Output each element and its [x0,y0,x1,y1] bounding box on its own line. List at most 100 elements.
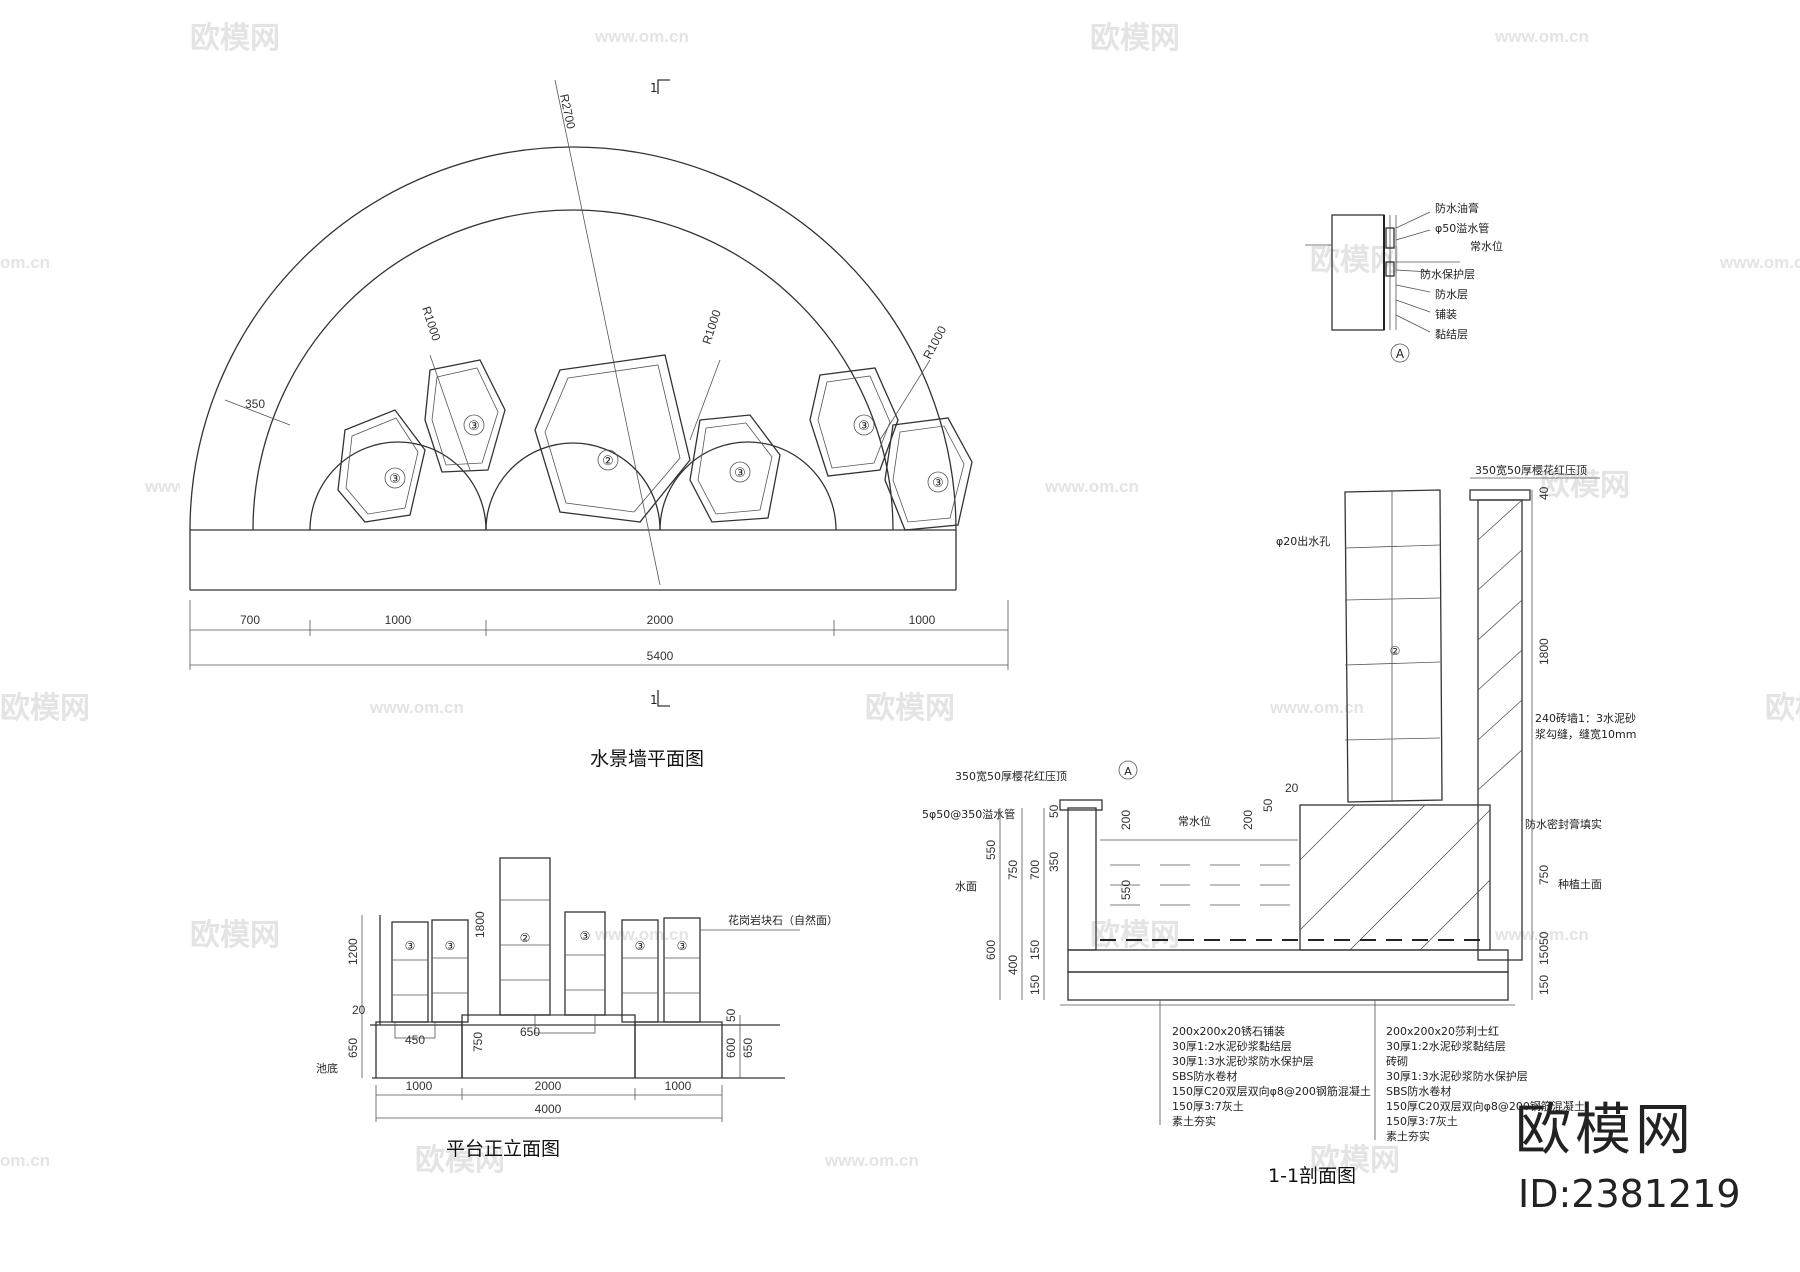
svg-text:600: 600 [984,940,998,960]
stone-plan [337,409,426,523]
svg-text:素土夯实: 素土夯实 [1172,1114,1216,1128]
brick-hatch [1477,499,1523,791]
svg-text:素土夯实: 素土夯实 [1386,1129,1430,1143]
svg-text:150厚C20双层双向φ8@200钢筋混凝土: 150厚C20双层双向φ8@200钢筋混凝土 [1172,1084,1371,1098]
stone-marker: ③ [389,472,401,487]
watermark-url: www.om.cn [824,1151,919,1170]
platform-left [375,1021,463,1078]
stone-elevation [663,917,701,1023]
detail-label: 黏结层 [1435,327,1468,341]
dim-text: 20 [352,1003,366,1017]
elevation-title: 平台正立面图 [446,1138,560,1160]
section-label: 防水密封膏填实 [1525,817,1602,831]
small-semicircle-right [659,441,837,531]
detail-label: 防水层 [1435,287,1468,301]
svg-text:700: 700 [1028,860,1042,880]
ring-width-label: 350 [245,397,265,411]
plan-markers: ③ ③ ② ③ ③ ③ [384,414,949,493]
pool-bottom-label: 池底 [316,1061,338,1075]
watermark-brand: 欧模网 [0,691,90,726]
watermark-url: www.om.cn [1044,477,1139,496]
coping-right [1469,489,1531,501]
brand-id: ID:2381219 [1518,1172,1741,1216]
svg-text:150: 150 [1028,940,1042,960]
dim-text: 650 [346,1038,360,1058]
concrete-slab [1067,949,1509,973]
stone-marker: ③ [677,939,688,953]
elevation-drawing: ③ ③ ② ③ ③ ③ 花岗岩块石（自然面） 池底 1200 20 650 18… [316,857,838,1160]
svg-text:200x200x20莎利士红: 200x200x20莎利士红 [1386,1024,1499,1038]
detail-marker: A [1396,347,1405,361]
stone-marker: ③ [635,939,646,953]
section-marker: 1 [650,693,658,707]
dim-text: 1000 [665,1079,692,1093]
section-label: 常水位 [1178,814,1211,828]
platform-right [634,1021,723,1078]
layers-left: 200x200x20锈石铺装 30厚1:2水泥砂浆黏结层 30厚1:3水泥砂浆防… [1172,1025,1371,1128]
detail-a: 防水油膏 φ50溢水管 常水位 防水保护层 防水层 铺装 黏结层 A [1305,201,1503,363]
watermark-url: www.om.cn [594,27,689,46]
stone-marker: ② [602,454,614,469]
watermark-brand: 欧模网 [865,691,955,726]
section-label: 350宽50厚樱花红压顶 [1475,463,1587,477]
watermark-brand: 欧模网 [190,21,280,56]
stone-marker: ③ [468,419,480,434]
svg-text:350: 350 [1047,852,1061,872]
plan-drawing: ③ ③ ② ③ ③ ③ R2700 R1000 R1000 R1000 350 … [180,60,1009,770]
dim-text: 1000 [406,1079,433,1093]
svg-text:200: 200 [1241,810,1255,830]
dim-text: 750 [471,1032,485,1052]
svg-text:550: 550 [1119,880,1133,900]
layers-right: 200x200x20莎利士红 30厚1:2水泥砂浆黏结层 砖砌 30厚1:3水泥… [1386,1024,1585,1143]
svg-text:SBS防水卷材: SBS防水卷材 [1386,1084,1451,1098]
stone-elevation [499,857,551,1016]
svg-text:400: 400 [1006,955,1020,975]
svg-text:750: 750 [1537,865,1551,885]
dim-text: 50 [724,1008,738,1022]
elevation-stones [391,857,701,1023]
small-semicircle-left [309,441,487,531]
watermark-brand: 欧模网 [1310,1143,1400,1178]
detail-a-leaders [1395,211,1431,333]
section-label: 240砖墙1：3水泥砂 [1535,711,1636,725]
brick-wall [1477,499,1523,961]
detail-label: 铺装 [1435,308,1457,321]
svg-text:30厚1:3水泥砂浆防水保护层: 30厚1:3水泥砂浆防水保护层 [1172,1054,1314,1068]
svg-text:30厚1:2水泥砂浆黏结层: 30厚1:2水泥砂浆黏结层 [1386,1039,1506,1053]
svg-text:150厚3:7灰土: 150厚3:7灰土 [1172,1099,1244,1113]
section-label: 水面 [955,880,977,893]
watermark-brand: 欧模网 [1090,21,1180,56]
svg-text:150厚C20双层双向φ8@200钢筋混凝土: 150厚C20双层双向φ8@200钢筋混凝土 [1386,1099,1585,1113]
small-semicircle-middle [485,442,661,531]
outer-semicircle [189,146,957,531]
section-drawing: ② 350宽50 [922,463,1636,1187]
dim-text: 600 [724,1038,738,1058]
section-label: 5φ50@350溢水管 [922,807,1015,821]
elevation-markers: ③ ③ ② ③ ③ ③ [405,929,688,953]
watermark-brand: 欧模网 [1765,691,1800,726]
svg-text:20: 20 [1285,781,1299,795]
stone-marker: ③ [858,419,870,434]
radius-leader [554,79,661,586]
stone-plan [534,354,691,523]
lime-soil-layer [1067,971,1509,1001]
stone-plan [424,359,506,473]
detail-label: 防水油膏 [1435,201,1479,215]
svg-text:150: 150 [1028,975,1042,995]
stone-plan [884,417,973,531]
svg-text:150: 150 [1537,945,1551,965]
dim-text: 2000 [647,613,674,627]
stone-label: 花岗岩块石（自然面） [728,913,838,927]
stone-plan [809,367,899,477]
dim-text: 1000 [909,613,936,627]
svg-text:30厚1:3水泥砂浆防水保护层: 30厚1:3水泥砂浆防水保护层 [1386,1069,1528,1083]
stone-marker: ③ [445,939,456,953]
detail-label: 防水保护层 [1420,267,1475,281]
svg-text:50: 50 [1261,798,1275,812]
svg-text:砖砌: 砖砌 [1386,1054,1408,1068]
stone-marker: ③ [932,476,944,491]
watermark-brand: 欧模网 [1540,468,1630,503]
svg-text:200x200x20锈石铺装: 200x200x20锈石铺装 [1172,1025,1285,1038]
dim-text: 1200 [346,938,360,965]
section-marker: 1 [650,81,658,95]
